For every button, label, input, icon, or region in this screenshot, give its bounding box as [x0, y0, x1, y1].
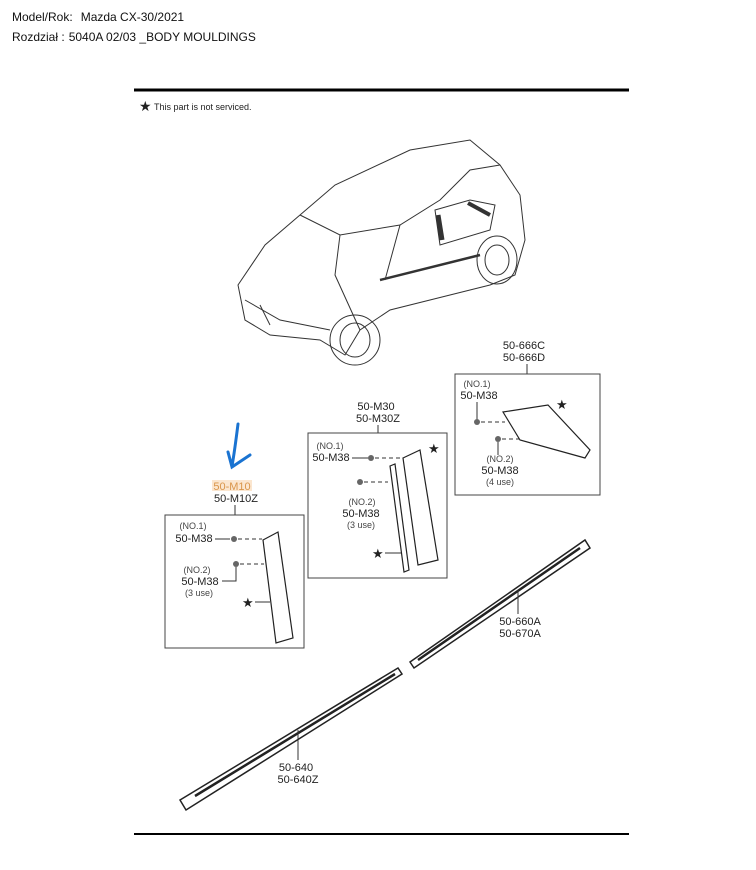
annotation-arrow-icon [226, 422, 252, 470]
clip-icon [474, 419, 480, 425]
part-code: 50-640 [279, 762, 313, 774]
fastener-position: (NO.2) [184, 565, 211, 575]
clip-icon [357, 479, 363, 485]
quarter-window-moulding [502, 404, 591, 459]
section-label: Rozdział : [12, 30, 65, 44]
group-rear-belt: 50-660A 50-670A [408, 538, 592, 670]
model-line: Model/Rok: Mazda CX-30/2021 [12, 10, 184, 24]
group-quarter-window: 50-666C 50-666D (NO.1) 50-M38 (NO.2) 50-… [454, 340, 601, 496]
fastener-code: 50-M38 [181, 576, 218, 588]
quantity: (4 use) [486, 477, 514, 487]
part-code: 50-M30Z [356, 413, 400, 425]
star-icon: ★ [556, 397, 568, 412]
clip-icon [233, 561, 239, 567]
fastener-position: (NO.1) [317, 441, 344, 451]
fastener-code: 50-M38 [481, 465, 518, 477]
clip-icon [495, 436, 501, 442]
clip-icon [231, 536, 237, 542]
part-code-highlighted: 50-M10 [213, 481, 250, 493]
part-code: 50-670A [499, 628, 541, 640]
fastener-code: 50-M38 [312, 452, 349, 464]
group-front-belt: 50-640 50-640Z [178, 666, 404, 812]
star-icon: ★ [372, 546, 384, 561]
car-illustration [237, 139, 526, 366]
quantity: (3 use) [185, 588, 213, 598]
part-code: 50-M10Z [214, 493, 258, 505]
group-front-door: 50-M10 50-M10Z (NO.1) 50-M38 (NO.2) 50-M… [164, 422, 305, 649]
rear-door-pillar-seal [389, 463, 410, 573]
model-label: Model/Rok: [12, 10, 73, 24]
front-door-pillar-garnish [262, 531, 294, 644]
group-rear-door: 50-M30 50-M30Z (NO.1) 50-M38 (NO.2) 50-M… [307, 401, 448, 579]
model-value: Mazda CX-30/2021 [80, 10, 185, 24]
clip-icon [368, 455, 374, 461]
legend-text: This part is not serviced. [154, 102, 252, 112]
part-code: 50-M30 [357, 401, 394, 413]
part-code: 50-666C [503, 340, 545, 352]
part-code: 50-660A [499, 616, 541, 628]
part-code: 50-666D [503, 352, 545, 364]
section-line: Rozdział :5040A 02/03 _BODY MOULDINGS [12, 30, 256, 44]
part-code: 50-640Z [278, 774, 319, 786]
fastener-code: 50-M38 [460, 390, 497, 402]
rear-door-pillar-garnish [402, 449, 439, 566]
fastener-position: (NO.1) [180, 521, 207, 531]
fastener-code: 50-M38 [342, 508, 379, 520]
fastener-position: (NO.2) [349, 497, 376, 507]
star-icon: ★ [242, 595, 254, 610]
section-value: 5040A 02/03 _BODY MOULDINGS [68, 30, 256, 44]
fastener-position: (NO.1) [464, 379, 491, 389]
quantity: (3 use) [347, 520, 375, 530]
fastener-position: (NO.2) [487, 454, 514, 464]
star-icon: ★ [139, 98, 152, 114]
star-icon: ★ [428, 441, 440, 456]
fastener-code: 50-M38 [175, 533, 212, 545]
